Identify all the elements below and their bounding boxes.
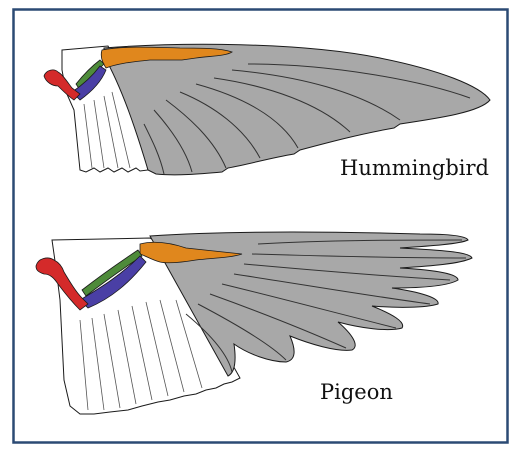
- hummingbird-label: Hummingbird: [340, 156, 489, 180]
- pigeon-label: Pigeon: [320, 380, 393, 404]
